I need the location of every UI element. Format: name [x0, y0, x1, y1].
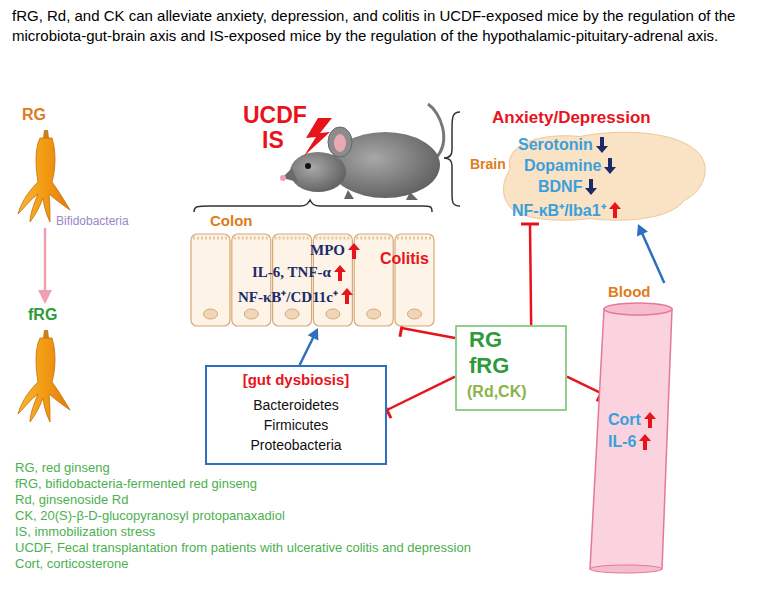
increase-arrow	[639, 434, 651, 450]
marker-text: NF-κB⁺/CD11c⁺	[238, 286, 338, 306]
abbreviation-note: fRG, bifidobacteria-fermented red ginsen…	[15, 476, 257, 491]
treatment-name: fRG	[469, 353, 509, 379]
disease-label: Colitis	[380, 250, 429, 268]
flow-arrow	[300, 328, 319, 365]
phylum-name: Bacteroidetes	[253, 397, 339, 413]
marker-text: BDNF	[538, 178, 582, 196]
text-row: Firmicutes	[205, 417, 387, 433]
fermentation-arrowhead	[38, 290, 52, 304]
marker-text: NF-κB⁺/Iba1⁺	[512, 199, 606, 221]
stress-label: IS	[262, 127, 284, 154]
organ-label: Brain	[470, 156, 506, 172]
marker-text: IL-6	[608, 433, 636, 451]
symptom-heading: Anxiety/Depression	[492, 108, 651, 128]
red-ginseng-root	[18, 130, 70, 222]
increase-arrow	[334, 265, 346, 281]
increase-arrow	[348, 243, 360, 259]
text-row: IL-6	[608, 433, 651, 451]
fermented-ginseng-root	[18, 330, 70, 422]
decrease-arrow	[585, 179, 597, 195]
text-row: (Rd,CK)	[467, 383, 527, 401]
text-row: Blood	[608, 283, 651, 300]
text-row: Colon	[210, 212, 253, 229]
treatment-name: RG	[469, 327, 502, 353]
abbreviation-note: Rd, ginsenoside Rd	[15, 492, 128, 507]
fermentation-arrow	[44, 228, 47, 292]
dysbiosis-box: [gut dysbiosis] BacteroidetesFirmicutesPr…	[205, 365, 387, 465]
phylum-name: Firmicutes	[264, 417, 329, 433]
text-row: Colitis	[380, 250, 429, 268]
inhibition-line	[521, 224, 539, 325]
text-row: fRG	[469, 353, 509, 379]
text-row: IL-6, TNF-α	[252, 264, 346, 281]
brain: Anxiety/DepressionBrain SerotoninDopamine…	[470, 108, 710, 224]
stress-lightning	[304, 118, 332, 156]
text-row: Proteobacteria	[205, 437, 387, 453]
colon-epithelium: ColonMPO IL-6, TNF-αNF-κB⁺/CD11c⁺ Colitis	[190, 210, 436, 328]
text-row: Serotonin	[518, 136, 608, 154]
title: fRG, Rd, and CK can alleviate anxiety, d…	[12, 6, 757, 46]
text-row: Dopamine	[524, 157, 616, 175]
phylum-name: Proteobacteria	[250, 437, 341, 453]
text-row: NF-κB⁺/CD11c⁺	[238, 286, 353, 306]
inhibition-line	[383, 377, 455, 418]
ginseng-label: fRG	[28, 306, 57, 324]
abbreviation-note: IS, immobilization stress	[15, 524, 155, 539]
stress-label: UCDF	[243, 102, 307, 129]
text-row: Anxiety/Depression	[492, 108, 651, 128]
increase-arrow	[609, 202, 621, 218]
treatment-box: RGfRG (Rd,CK)	[455, 325, 567, 411]
text-row: Brain	[470, 156, 506, 172]
abbreviation-note: UCDF, Fecal transplantation from patient…	[15, 540, 471, 555]
flow-arrow	[637, 224, 664, 283]
increase-arrow	[644, 412, 656, 428]
abbreviation-note: RG, red ginseng	[15, 460, 110, 475]
organ-label: Colon	[210, 212, 253, 229]
text-row: NF-κB⁺/Iba1⁺	[512, 199, 621, 221]
text-row: BDNF	[538, 178, 597, 196]
decrease-arrow	[596, 137, 608, 153]
marker-text: Dopamine	[524, 157, 601, 175]
abbreviation-note: CK, 20(S)-β-D-glucopyranosyl protopanaxa…	[15, 508, 285, 523]
text-row: MPO	[310, 242, 360, 259]
compound-names: (Rd,CK)	[467, 383, 527, 401]
decrease-arrow	[604, 158, 616, 174]
text-row: Cort	[608, 411, 656, 429]
organ-label: Blood	[608, 283, 651, 300]
ginseng-label: RG	[22, 106, 46, 124]
blood-vessel: BloodCortIL-6	[570, 283, 685, 573]
colon-brace	[194, 200, 432, 212]
text-row: [gut dysbiosis]	[205, 371, 387, 388]
marker-text: MPO	[310, 242, 345, 259]
process-label: Bifidobacteria	[56, 214, 129, 228]
text-row: Bacteroidetes	[205, 397, 387, 413]
marker-text: Cort	[608, 411, 641, 429]
marker-text: Serotonin	[518, 136, 593, 154]
marker-text: IL-6, TNF-α	[252, 264, 331, 281]
text-row: RG	[469, 327, 502, 353]
increase-arrow	[341, 288, 353, 304]
brain-brace	[444, 112, 460, 206]
abbreviation-note: Cort, corticosterone	[15, 556, 128, 571]
box-heading: [gut dysbiosis]	[243, 371, 350, 388]
